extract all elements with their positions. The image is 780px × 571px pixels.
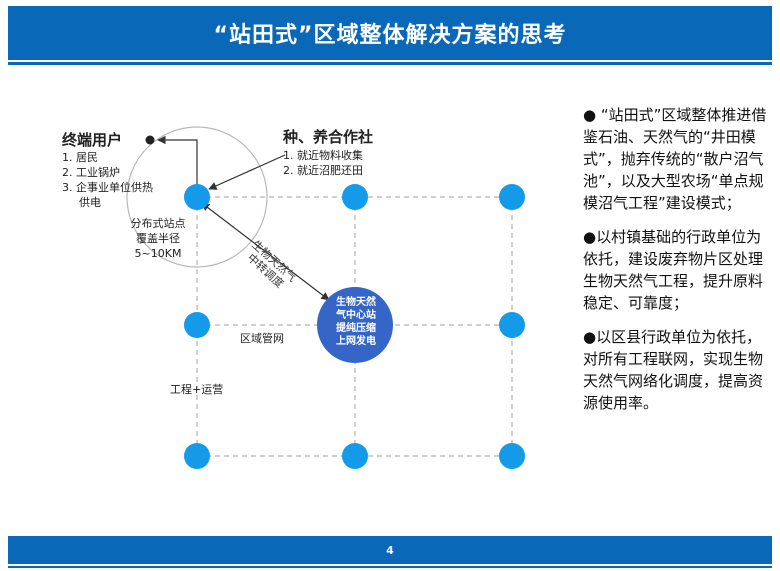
end-user-item: 3. 企事业单位供热: [62, 181, 153, 194]
farming-coop-heading: 种、养合作社: [283, 128, 374, 146]
site-label-line: 5~10KM: [134, 247, 182, 260]
bullet-list: ● “站田式”区域整体推进借鉴石油、天然气的“井田模式”，抛弃传统的“散户沼气池…: [583, 104, 771, 426]
regional-pipeline-label: 区域管网: [240, 332, 284, 345]
supply-arrow: [157, 135, 198, 185]
site-coverage-label: 分布式站点 覆盖半径 5~10KM: [124, 216, 192, 261]
farming-coop-item: 2. 就近沼肥还田: [283, 164, 363, 177]
coverage-radius-circle: [126, 126, 268, 268]
central-station-line: 气中心站: [336, 310, 376, 321]
bullet-item: ●以区县行政单位为依托，对所有工程联网，实现生物天然气网络化调度，提高资源使用率…: [583, 328, 764, 412]
end-user-item: 供电: [79, 196, 101, 209]
dispatch-arrow: [200, 202, 330, 301]
site-nodes: [184, 184, 525, 469]
central-station-line: 上网发电: [336, 336, 376, 347]
site-node: [499, 312, 525, 338]
site-label-line: 分布式站点: [130, 217, 186, 230]
site-node: [184, 184, 210, 210]
end-user-list: 1. 居民 2. 工业锅炉 3. 企事业单位供热 供电: [62, 150, 153, 210]
end-user-item: 1. 居民: [62, 151, 98, 164]
title-bar: “站田式”区域整体解决方案的思考: [8, 6, 772, 60]
central-station-line: 生物天然: [336, 297, 376, 308]
farming-coop-item: 1. 就近物料收集: [283, 149, 363, 162]
site-node: [184, 312, 210, 338]
site-node: [184, 443, 210, 469]
page-title: “站田式”区域整体解决方案的思考: [213, 23, 567, 48]
end-user-heading: 终端用户: [62, 131, 123, 149]
end-user-item: 2. 工业锅炉: [62, 166, 120, 179]
title-divider: [8, 62, 772, 65]
operations-label: 工程+运营: [170, 383, 224, 396]
footer-bar: 4: [8, 536, 772, 564]
page-number: 4: [386, 543, 394, 557]
farming-coop-list: 1. 就近物料收集 2. 就近沼肥还田: [283, 148, 363, 178]
bullet-item: ● “站田式”区域整体推进借鉴石油、天然气的“井田模式”，抛弃传统的“散户沼气池…: [583, 106, 767, 212]
central-station-label: 生物天然 气中心站 提纯压缩 上网发电: [320, 296, 392, 348]
site-label-line: 覆盖半径: [136, 232, 180, 245]
site-node: [342, 184, 368, 210]
central-station-node: [317, 287, 393, 363]
collection-arrow: [208, 154, 286, 190]
footer-divider: [8, 566, 772, 568]
site-node: [499, 443, 525, 469]
site-node: [499, 184, 525, 210]
end-user-dot: [145, 135, 155, 145]
site-node: [342, 443, 368, 469]
bullet-item: ●以村镇基础的行政单位为依托，建设废弃物片区处理生物天然气工程，提升原料稳定、可…: [583, 228, 764, 312]
central-station-line: 提纯压缩: [336, 323, 376, 334]
